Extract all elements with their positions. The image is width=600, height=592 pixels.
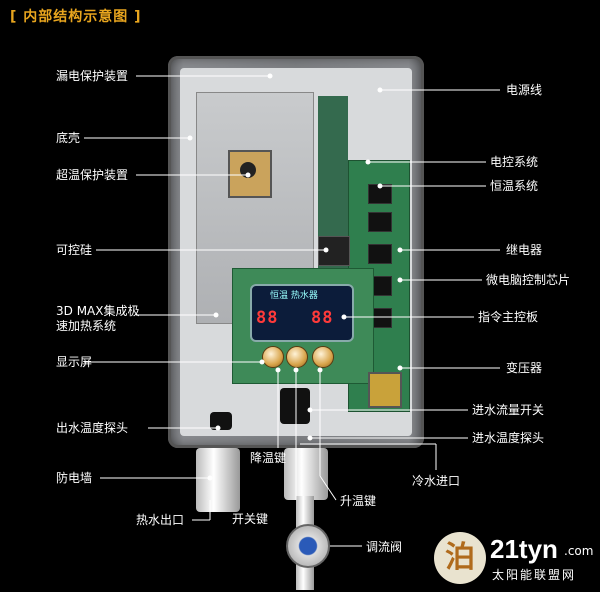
transformer (368, 372, 402, 408)
down-temp-knob[interactable] (262, 346, 284, 368)
label-electric-control: 电控系统 (490, 155, 539, 169)
display-screen (250, 284, 354, 342)
label-3dmax-line1: 3D MAX集成极 (56, 304, 140, 318)
thermostat-sensor (240, 162, 256, 178)
label-cold-water-inlet: 冷水进口 (412, 474, 461, 488)
cold-water-pipe (284, 448, 328, 500)
display-temp-right: 88 (310, 308, 334, 328)
hot-water-pipe (196, 448, 240, 512)
thermostat-block (228, 150, 272, 198)
label-scr: 可控硅 (56, 243, 93, 257)
up-temp-knob[interactable] (312, 346, 334, 368)
display-digits: 88 88 (256, 308, 346, 328)
logo-tld: .com (564, 544, 594, 558)
logo-mark: 泊 (434, 532, 486, 584)
label-power-cord: 电源线 (506, 83, 543, 97)
logo-name: 太阳能联盟网 (492, 568, 577, 582)
label-anti-electric-wall: 防电墙 (56, 471, 93, 485)
label-display-screen: 显示屏 (56, 355, 93, 369)
label-power-key: 开关键 (232, 512, 269, 526)
display-brand: 恒温 热水器 (270, 291, 318, 301)
label-inlet-temp-probe: 进水温度探头 (472, 431, 545, 445)
relay-component (368, 244, 392, 264)
flow-valve[interactable] (286, 524, 330, 568)
label-3dmax-line2: 速加热系统 (56, 319, 117, 333)
outlet-sensor (210, 412, 232, 430)
label-hot-water-outlet: 热水出口 (136, 513, 185, 527)
label-outlet-temp-probe: 出水温度探头 (56, 421, 129, 435)
label-microcomputer-chip: 微电脑控制芯片 (486, 273, 571, 287)
label-inlet-flow-switch: 进水流量开关 (472, 403, 545, 417)
label-relay: 继电器 (506, 243, 543, 257)
logo-site: 21tyn (490, 534, 558, 564)
label-main-control-board: 指令主控板 (478, 310, 539, 324)
relay-component (368, 212, 392, 232)
watermark-logo: 泊 21tyn .com 太阳能联盟网 (430, 528, 600, 588)
diagram-title: [ 内部结构示意图 ] (10, 9, 142, 25)
flow-switch (280, 388, 310, 424)
display-temp-left: 88 (256, 308, 279, 328)
label-base-shell: 底壳 (56, 131, 81, 145)
label-transformer: 变压器 (506, 361, 543, 375)
label-temp-up-key: 升温键 (340, 494, 377, 508)
label-overheat-protection: 超温保护装置 (56, 168, 129, 182)
label-flow-valve: 调流阀 (366, 540, 403, 554)
scr-component (318, 236, 350, 266)
label-thermostat-system: 恒温系统 (490, 179, 539, 193)
power-knob[interactable] (286, 346, 308, 368)
label-leakage-protection: 漏电保护装置 (56, 69, 129, 83)
valve-connector (296, 496, 314, 530)
label-temp-down-key: 降温键 (250, 451, 287, 465)
